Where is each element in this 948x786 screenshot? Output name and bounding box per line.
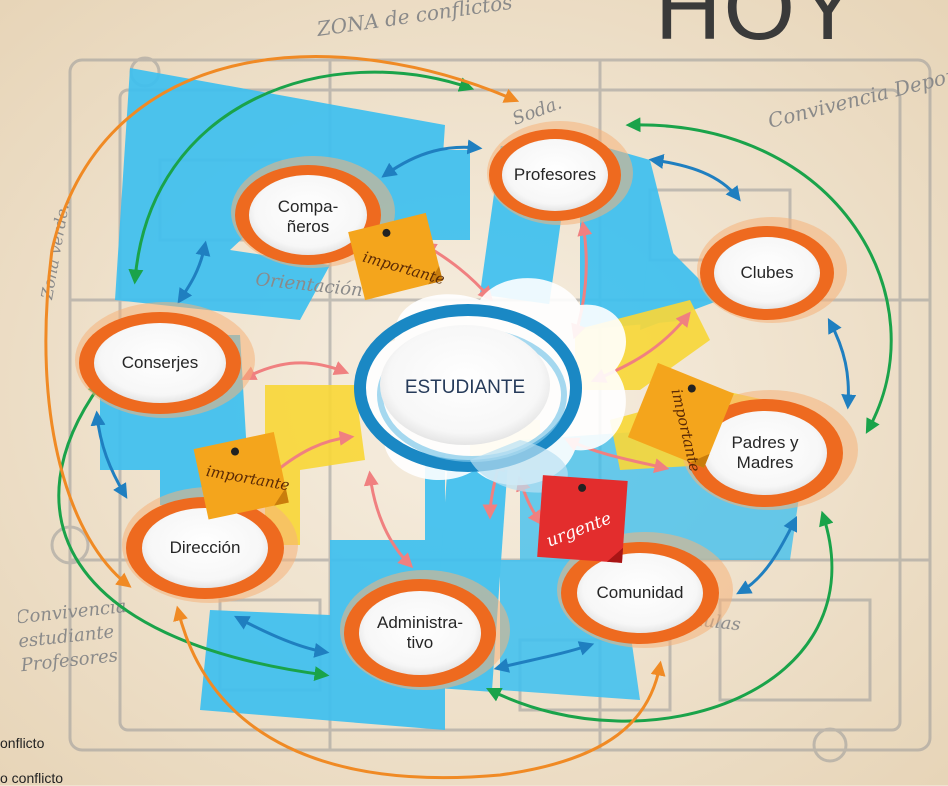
sticky-note-comunidad: urgente (537, 475, 628, 563)
arrow-profesores-direccion (44, 55, 520, 588)
sticky-note-direccion: importante (193, 432, 291, 520)
sticky-note-padres: importante (627, 362, 734, 474)
node-direccion-ring (122, 487, 298, 603)
label-convivencia-estudiante-profesores: Convivencia estudiante Profesores (18, 598, 128, 677)
label-convivencia-estudiante-profesores-box: Convivencia estudiante Profesores (18, 598, 128, 677)
legend-item-no-conflicto: o conflicto (0, 770, 64, 786)
sticky-note-companeros: importante (348, 212, 447, 301)
node-clubes-ring (697, 217, 847, 323)
node-padres-ring (682, 390, 858, 510)
long-arrows (44, 55, 893, 780)
node-profesores-ring (487, 121, 633, 225)
arrow-administrativo-padres (485, 510, 834, 723)
node-administrativo-ring (340, 570, 510, 690)
blue-arrows (90, 139, 857, 673)
node-conserjes-ring (75, 302, 255, 418)
center-node-shape (354, 278, 627, 493)
ring-nodes (75, 121, 858, 690)
arrow-profesores-padres (625, 117, 893, 434)
page-title: HOY (655, 0, 861, 59)
arrow-direccion-comunidad (173, 605, 666, 780)
legend-item-conflicto: onflicto (0, 735, 45, 751)
